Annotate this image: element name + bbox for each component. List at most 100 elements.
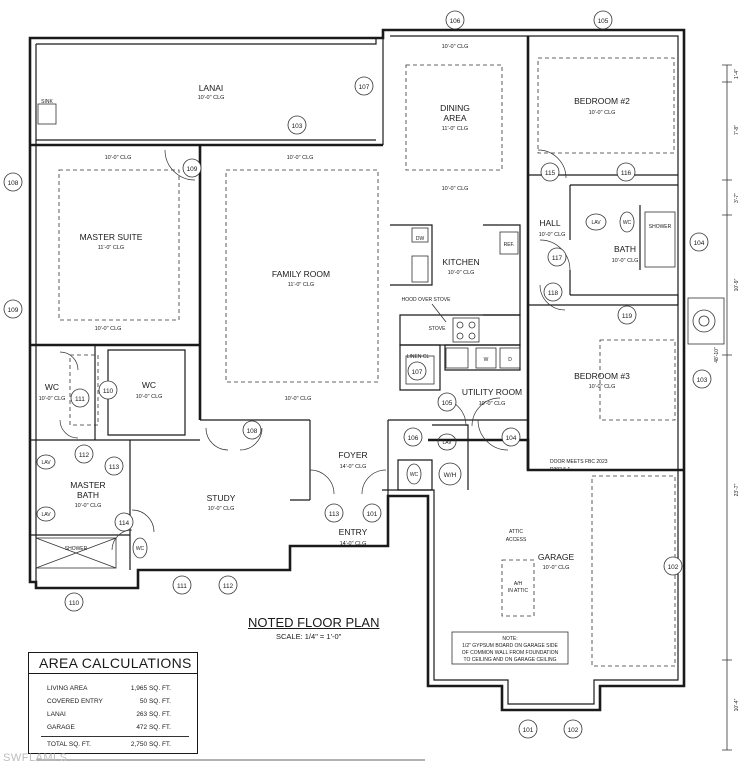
label-door-note-1: DOOR MEETS FBC 2023	[550, 459, 608, 465]
tag-111: 111	[70, 388, 90, 408]
svg-text:112: 112	[223, 583, 234, 590]
area-table-title: AREA CALCULATIONS	[29, 653, 197, 674]
label-ah-2: IN ATTIC	[508, 588, 529, 594]
room-clg-foyer: 14'-0" CLG	[340, 464, 367, 470]
room-name-foyer: FOYER	[338, 450, 367, 460]
tag-108: 108	[242, 420, 262, 440]
room-name-garage: GARAGE	[538, 552, 575, 562]
garage-note-line-1: NOTE:	[502, 636, 517, 642]
tag-109: 109	[182, 158, 202, 178]
svg-text:103: 103	[292, 123, 303, 130]
svg-text:106: 106	[408, 435, 419, 442]
room-clg-study: 10'-0" CLG	[208, 506, 235, 512]
room-name-dining-2: AREA	[443, 113, 466, 123]
room-name-bedroom3: BEDROOM #3	[574, 371, 630, 381]
dim-1: 1'-4"	[734, 69, 740, 79]
room-clg-wc-left: 10'-0" CLG	[39, 396, 66, 402]
tag-101: 101	[362, 503, 382, 523]
svg-text:105: 105	[442, 400, 453, 407]
room-name-utility: UTILITY ROOM	[462, 387, 522, 397]
tag-105: 105	[437, 392, 457, 412]
area-row: GARAGE 472 SQ. FT.	[47, 724, 193, 731]
area-row: LIVING AREA 1,965 SQ. FT.	[47, 685, 193, 692]
tag-118: 118	[543, 282, 563, 302]
svg-text:104: 104	[506, 435, 517, 442]
tag-104: 104	[501, 427, 521, 447]
label-wc-utility: WC	[410, 472, 419, 478]
tag-107: 107	[407, 361, 427, 381]
room-name-dining-1: DINING	[440, 103, 470, 113]
clg-note-c: 10'-0" CLG	[442, 186, 469, 192]
area-row: LANAI 263 SQ. FT.	[47, 711, 193, 718]
tag-107: 107	[354, 76, 374, 96]
label-lav-master-2: LAV	[41, 512, 51, 518]
label-washer: W	[484, 357, 489, 363]
area-row-label: TOTAL SQ. FT.	[47, 741, 91, 748]
room-name-bedroom2: BEDROOM #2	[574, 96, 630, 106]
tag-112: 112	[218, 575, 238, 595]
room-name-hall: HALL	[539, 218, 561, 228]
svg-text:110: 110	[69, 600, 80, 607]
garage-note-line-2: 1/2" GYPSUM BOARD ON GARAGE SIDE	[462, 643, 558, 649]
room-labels: LANAI 10'-0" CLG DINING AREA 11'-0" CLG …	[39, 44, 639, 571]
label-dryer: D	[508, 357, 512, 363]
tag-103: 103	[287, 115, 307, 135]
tag-108: 108	[3, 172, 23, 192]
room-clg-bath: 10'-0" CLG	[612, 258, 639, 264]
svg-text:107: 107	[359, 84, 370, 91]
tag-112: 112	[74, 444, 94, 464]
area-row-label: COVERED ENTRY	[47, 698, 103, 705]
exterior-walls	[28, 28, 686, 712]
svg-text:101: 101	[523, 727, 534, 734]
area-row-total: TOTAL SQ. FT. 2,750 SQ. FT.	[47, 741, 193, 748]
plan-scale: SCALE: 1/4" = 1'-0"	[276, 632, 342, 641]
dim-6: 23'-7"	[734, 483, 740, 496]
svg-text:117: 117	[552, 255, 563, 262]
svg-text:111: 111	[177, 583, 187, 590]
dim-4: 10'-9"	[734, 278, 740, 291]
svg-text:109: 109	[187, 166, 198, 173]
svg-text:103: 103	[697, 377, 708, 384]
room-name-entry: ENTRY	[339, 527, 368, 537]
svg-text:109: 109	[8, 307, 19, 314]
room-clg-lanai: 10'-0" CLG	[198, 95, 225, 101]
room-name-master-suite: MASTER SUITE	[80, 232, 143, 242]
dim-2: 7'-8"	[734, 125, 740, 135]
tag-111: 111	[172, 575, 192, 595]
tag-115: 115	[540, 162, 560, 182]
svg-text:116: 116	[621, 170, 632, 177]
fixture-labels: SINK DW REF. STOVE HOOD OVER STOVE LINEN…	[41, 99, 671, 594]
label-hood: HOOD OVER STOVE	[402, 297, 451, 303]
room-clg-kitchen: 10'-0" CLG	[448, 270, 475, 276]
room-name-family-room: FAMILY ROOM	[272, 269, 330, 279]
svg-text:108: 108	[247, 428, 258, 435]
tag-103: 103	[692, 369, 712, 389]
label-attic-2: ACCESS	[506, 537, 527, 543]
label-lav-bath: LAV	[591, 220, 601, 226]
area-row-value: 472 SQ. FT.	[136, 724, 171, 731]
plan-title: NOTED FLOOR PLAN	[248, 615, 380, 630]
tag-117: 117	[547, 247, 567, 267]
room-name-wc-center: WC	[142, 380, 156, 390]
svg-text:108: 108	[8, 180, 19, 187]
area-row-value: 263 SQ. FT.	[136, 711, 171, 718]
area-row-value: 1,965 SQ. FT.	[130, 685, 171, 692]
dim-5: 48'-10"	[714, 347, 720, 363]
svg-text:102: 102	[568, 727, 579, 734]
tag-109: 109	[3, 299, 23, 319]
tag-114: 114	[114, 512, 134, 532]
tag-113: 113	[104, 456, 124, 476]
door-swings	[59, 149, 571, 551]
svg-text:107: 107	[412, 369, 423, 376]
room-name-lanai: LANAI	[199, 83, 224, 93]
svg-text:111: 111	[75, 396, 85, 403]
area-row-label: LIVING AREA	[47, 685, 88, 692]
label-ah-1: A/H	[514, 581, 523, 587]
tag-105: 105	[593, 10, 613, 30]
label-wc-master: WC	[136, 546, 145, 552]
svg-text:105: 105	[598, 18, 609, 25]
area-total-divider	[41, 736, 189, 737]
clg-note-d: 10'-0" CLG	[95, 326, 122, 332]
room-clg-entry: 14'-0" CLG	[340, 541, 367, 547]
